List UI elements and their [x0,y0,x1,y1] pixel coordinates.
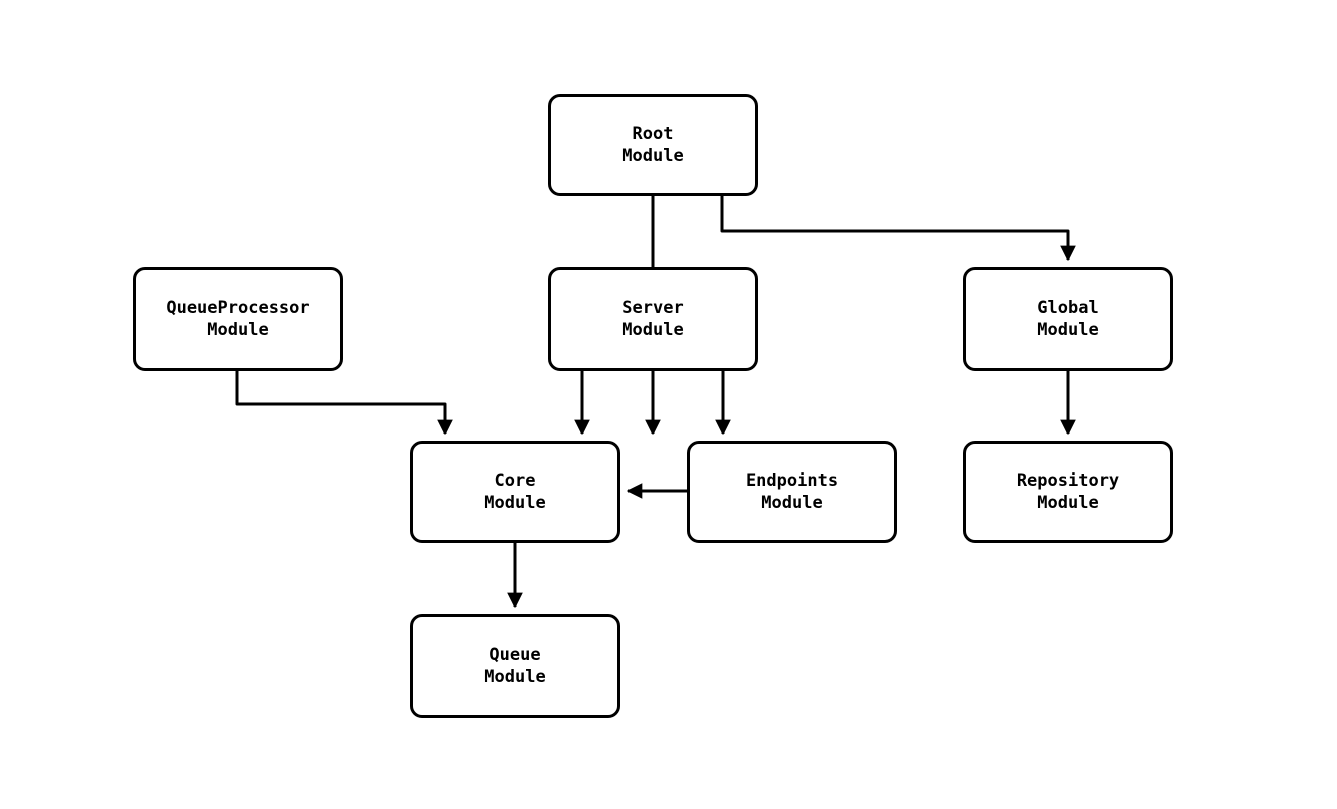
edge-queueprocessor-to-core [235,371,453,436]
node-server-module-label: Server Module [622,298,684,340]
node-root-module-label: Root Module [622,124,684,166]
node-root-module[interactable]: Root Module [548,94,758,196]
node-queue-module-label: Queue Module [484,645,546,687]
node-server-module[interactable]: Server Module [548,267,758,371]
node-endpoints-module-label: Endpoints Module [745,471,839,513]
node-global-module-label: Global Module [1037,298,1099,340]
node-core-module-label: Core Module [484,471,546,513]
node-repository-module-label: Repository Module [1016,471,1120,513]
node-global-module[interactable]: Global Module [963,267,1173,371]
node-repository-module[interactable]: Repository Module [963,441,1173,543]
node-queueprocessor-module[interactable]: QueueProcessor Module [133,267,343,371]
node-core-module[interactable]: Core Module [410,441,620,543]
edge-root-to-global [720,196,1076,262]
node-queueprocessor-module-label: QueueProcessor Module [166,298,310,340]
node-queue-module[interactable]: Queue Module [410,614,620,718]
node-endpoints-module[interactable]: Endpoints Module [687,441,897,543]
